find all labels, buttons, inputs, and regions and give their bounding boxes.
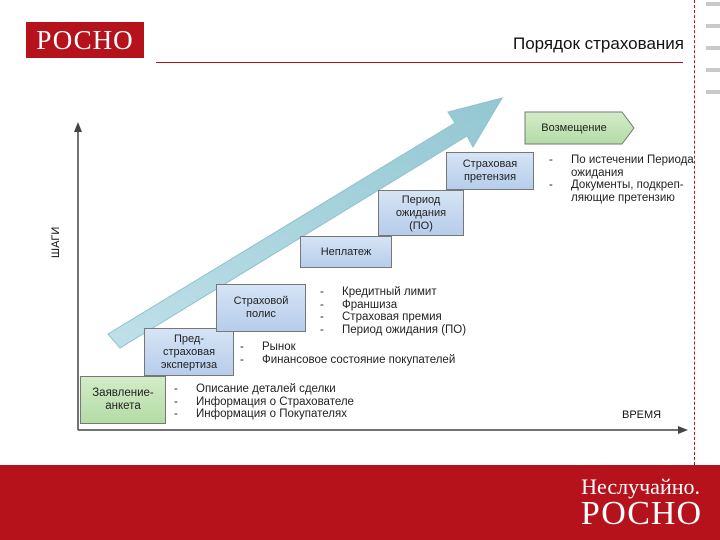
list-item: -Документы, подкреп-	[549, 179, 684, 192]
step-compensation: Возмещение	[541, 122, 607, 134]
x-axis-label: ВРЕМЯ	[622, 409, 662, 421]
y-axis-label: ШАГИ	[50, 226, 62, 258]
side-decoration-bar	[706, 68, 720, 72]
side-decoration-bar	[706, 24, 720, 28]
step-application: Заявление- анкета	[80, 376, 166, 424]
list-item: -Страховая премия	[320, 311, 442, 324]
step-claim: Страховая претензия	[446, 152, 534, 190]
side-decoration-bar	[706, 2, 720, 6]
list-item: -Кредитный лимит	[320, 286, 437, 298]
notes-application: -Описание деталей сделки -Информация о С…	[174, 383, 354, 421]
side-decoration-bar	[706, 46, 720, 50]
step-pre-expertise: Пред- страховая экспертиза	[144, 328, 234, 376]
right-dashed-divider	[694, 0, 696, 465]
footer-band	[0, 465, 720, 540]
step-policy: Страховой полис	[216, 284, 306, 332]
list-item: -Рынок	[240, 341, 296, 353]
list-item: -Финансовое состояние покупателей	[240, 353, 456, 366]
diagram-canvas	[74, 97, 688, 434]
title-underline	[156, 62, 683, 63]
list-item-continued: ляющие претензию	[571, 191, 675, 204]
rosno-logo: РОСНО	[26, 22, 144, 58]
list-item-continued: ожидания	[571, 166, 624, 179]
list-item: -Информация о Покупателях	[174, 408, 347, 421]
side-decoration-bar	[706, 90, 720, 94]
slide-title: Порядок страхования	[512, 34, 684, 53]
notes-policy: -Кредитный лимит -Франшиза -Страховая пр…	[320, 286, 466, 336]
list-item: -Франшиза	[320, 298, 398, 311]
notes-compensation: -По истечении Периода ожидания -Документ…	[549, 154, 694, 204]
list-item: -Информация о Страхователе	[174, 395, 354, 408]
list-item: -По истечении Периода	[549, 154, 694, 166]
progress-arrow	[107, 97, 504, 349]
list-item: -Описание деталей сделки	[174, 383, 336, 395]
list-item: -Период ожидания (ПО)	[320, 323, 467, 336]
footer-slogan: Неслучайно.	[581, 474, 700, 499]
step-nonpayment: Неплатеж	[300, 236, 392, 268]
step-compensation-shape	[524, 111, 635, 145]
step-waiting-period: Период ожидания (ПО)	[378, 190, 464, 236]
x-axis-arrowhead	[678, 426, 688, 434]
y-axis-arrowhead	[74, 122, 82, 132]
footer-rosno-logo: РОСНО	[580, 495, 702, 532]
notes-pre-expertise: -Рынок -Финансовое состояние покупателей	[240, 341, 455, 366]
